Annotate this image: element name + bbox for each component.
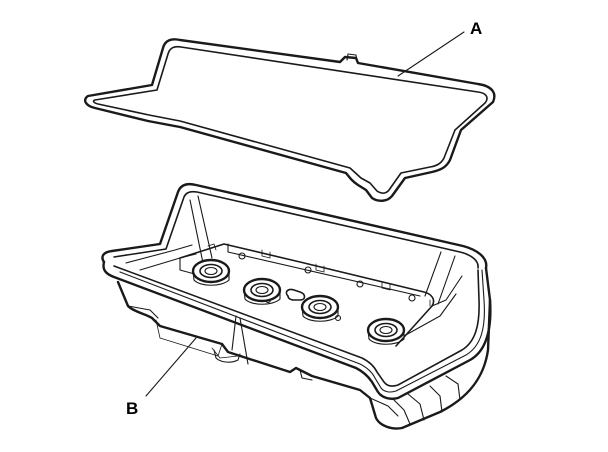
callout-a-letter: A xyxy=(470,19,482,38)
callout-a: A xyxy=(397,19,482,77)
plug-seal-2 xyxy=(242,277,282,305)
plug-seal-3 xyxy=(300,294,340,322)
gasket-a xyxy=(84,38,496,202)
plug-seal-1 xyxy=(191,258,231,286)
callout-b: B xyxy=(126,337,197,418)
callout-b-letter: B xyxy=(126,399,138,418)
oil-filler-slot xyxy=(285,288,306,301)
plug-seal-4 xyxy=(366,317,406,345)
valve-cover-b xyxy=(101,182,492,430)
